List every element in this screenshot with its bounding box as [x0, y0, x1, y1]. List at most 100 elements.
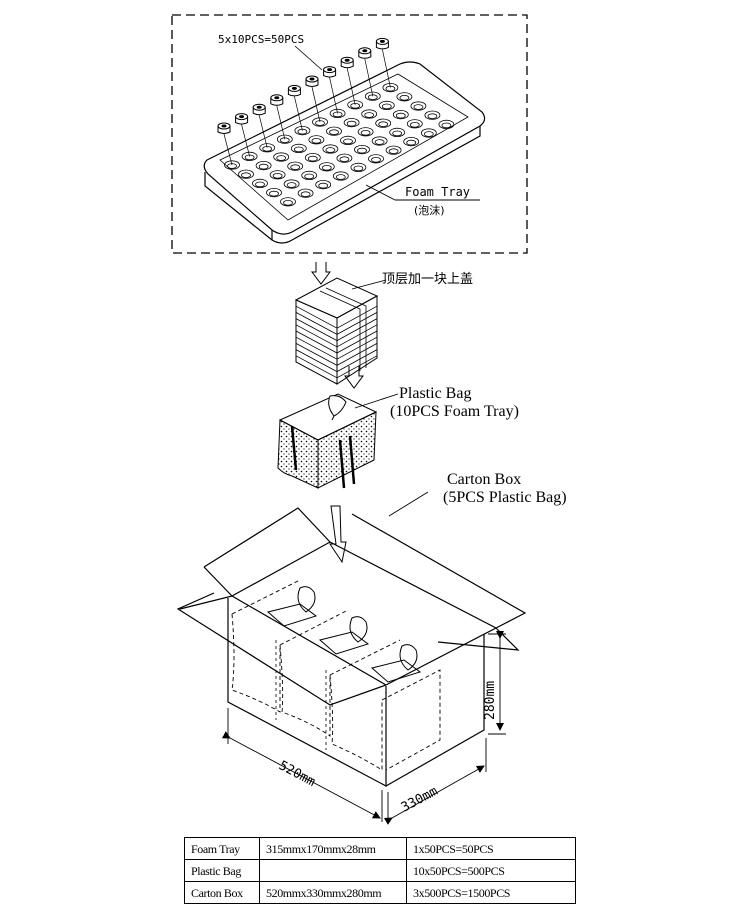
pin-hole	[362, 49, 368, 53]
tray-hole	[385, 145, 402, 155]
dim-length-label: 520mm	[276, 758, 318, 790]
tray-hole	[255, 161, 272, 171]
tray-hole-inner	[293, 146, 304, 153]
tray-hole	[350, 162, 367, 172]
down-arrow-icon	[344, 366, 364, 389]
tray-hole-inner	[335, 174, 346, 180]
tray-hole	[354, 145, 370, 155]
tray-hole-inner	[269, 190, 279, 197]
tray-hole	[308, 135, 325, 145]
tray-hole	[371, 136, 388, 146]
tray-hole-inner	[413, 104, 424, 110]
tray-hole-inner	[272, 173, 283, 179]
tray-hole	[406, 119, 423, 129]
stack-layer	[295, 349, 338, 372]
tray-hole	[332, 171, 349, 181]
tray-hole	[259, 143, 276, 153]
pin-hole	[309, 77, 315, 81]
tray-hole	[336, 153, 353, 163]
tray-hole	[241, 151, 258, 161]
tray-hole	[252, 178, 268, 188]
tray-hole-inner	[353, 165, 364, 172]
row-qty: 1x50PCS=50PCS	[406, 837, 576, 860]
tray-hole	[304, 153, 321, 163]
tray-hole	[389, 127, 406, 137]
tray-hole	[364, 91, 381, 101]
tray-hole-inner	[392, 130, 403, 137]
tray-hole	[329, 108, 346, 119]
pin-guide	[329, 77, 338, 114]
tray-hole-inner	[371, 157, 381, 163]
foam-tray-drawing	[203, 61, 486, 244]
tray-hole	[368, 154, 384, 164]
carton-box-subtitle: (5PCS Plastic Bag)	[443, 489, 567, 506]
tray-hole	[361, 109, 378, 119]
carton-box-title: Carton Box	[447, 471, 521, 488]
pin-guide	[276, 105, 286, 140]
stack-layer	[295, 355, 338, 379]
pin-hole	[274, 96, 280, 100]
tray-hole	[378, 100, 395, 111]
tray-hole-inner	[329, 129, 339, 136]
pin-hole	[327, 68, 333, 72]
tray-hole-inner	[290, 164, 301, 171]
plastic-bag-subtitle: (10PCS Foam Tray)	[390, 403, 519, 420]
tray-hole	[280, 197, 296, 207]
tray-hole	[290, 143, 307, 153]
tray-hole-inner	[381, 103, 392, 110]
dashed-frame	[171, 14, 528, 254]
tray-hole	[382, 83, 399, 93]
dim-height-label: 280mm	[483, 681, 498, 720]
tray-hole-inner	[318, 182, 329, 189]
plastic-bag-leader	[354, 393, 399, 409]
tray-hole	[283, 179, 300, 189]
tray-hole-inner	[304, 173, 315, 180]
tray-hole-inner	[378, 121, 389, 127]
top-cover-leader	[351, 279, 387, 290]
stack-layer	[336, 355, 378, 379]
carton-box-drawing	[176, 507, 527, 787]
tray-hole	[287, 161, 304, 171]
tray-hole-inner	[388, 148, 399, 155]
tray-hole	[403, 137, 420, 147]
tray-hole	[343, 118, 360, 128]
count-label: 5x10PCS=50PCS	[218, 33, 304, 46]
pin-guide	[223, 133, 233, 166]
tray-hole	[420, 128, 437, 138]
tray-hole-inner	[339, 156, 350, 163]
count-leader	[294, 45, 323, 71]
tray-hole-inner	[343, 138, 353, 145]
stack-layer	[336, 312, 378, 335]
table-row: Carton Box 520mmx330mmx280mm 3x500PCS=15…	[184, 881, 576, 904]
stack-layer	[336, 336, 378, 360]
pin-guide	[294, 96, 303, 131]
tray-hole	[276, 134, 293, 144]
foam-tray-section: 5x10PCS=50PCS Foam Tray (泡沫)	[171, 14, 528, 254]
stack-layer	[336, 305, 378, 329]
stack-layer	[295, 336, 338, 360]
row-qty: 3x500PCS=1500PCS	[406, 881, 576, 904]
dimension-lines	[221, 631, 506, 825]
down-arrow-icon	[311, 262, 331, 285]
tray-hole-inner	[276, 155, 287, 161]
row-size: 520mmx330mmx280mm	[259, 881, 407, 904]
stack-layer	[295, 318, 338, 341]
tray-hole	[322, 144, 339, 154]
stack-layer	[295, 324, 338, 348]
tray-label-cn: (泡沫)	[414, 203, 445, 217]
stack-layer	[336, 349, 378, 372]
tray-leader	[365, 184, 396, 201]
tray-hole-inner	[427, 113, 438, 119]
stack-layer	[336, 318, 378, 341]
pin-hole	[291, 86, 297, 90]
pin-guide	[241, 124, 250, 157]
tray-hole-inner	[399, 95, 410, 101]
tray-hole	[396, 92, 413, 102]
tray-hole-inner	[286, 182, 297, 188]
tray-hole	[340, 135, 356, 145]
row-qty: 10x50PCS=500PCS	[406, 859, 576, 882]
stack-layer-lines	[295, 305, 378, 379]
pins	[217, 37, 391, 166]
tray-stack	[294, 277, 379, 385]
